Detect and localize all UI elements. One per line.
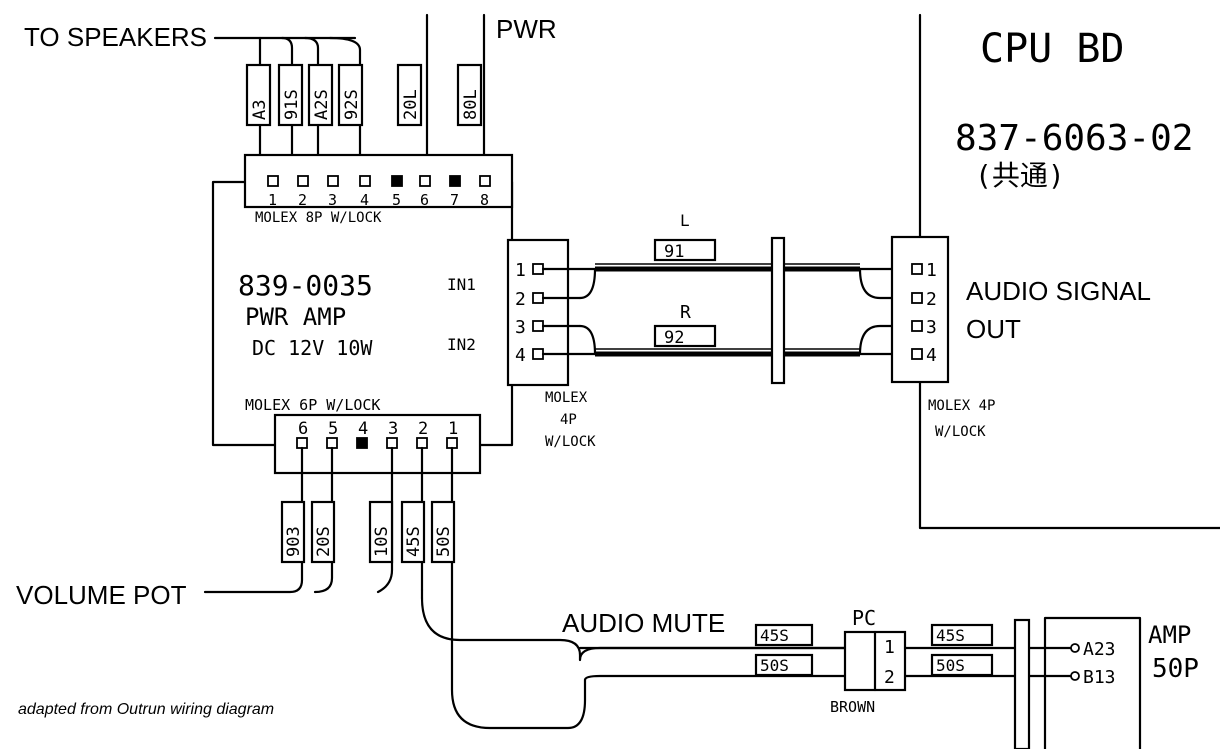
cpu-board-title: CPU BD (980, 26, 1125, 72)
pin-number: 2 (884, 667, 895, 688)
pin-number: 3 (388, 419, 398, 439)
amp-50p-label-1: AMP (1148, 621, 1191, 649)
molex-4p-cpu-label-1: MOLEX 4P (928, 398, 995, 414)
wire-label: 50S (434, 526, 454, 557)
pin-number: 1 (884, 637, 895, 658)
power-amp-part-number: 839-0035 (238, 269, 373, 302)
molex-6p-label: MOLEX 6P W/LOCK (245, 396, 380, 414)
pin-number: 4 (358, 419, 368, 439)
pin-number: 4 (926, 345, 937, 366)
amp-50p-pin: B13 (1083, 667, 1116, 688)
power-amp-name: PWR AMP (245, 303, 346, 331)
wire-label: 903 (284, 526, 304, 557)
mute-wire-labels-left: 45S 50S (754, 623, 814, 677)
wire-label: 45S (936, 626, 965, 645)
cpu-board-note: (共通) (975, 159, 1065, 192)
to-speakers-label: TO SPEAKERS (24, 22, 207, 52)
pc-color-label: BROWN (830, 698, 875, 716)
pin-number: 5 (392, 191, 401, 209)
amp-50p-connector: A23 B13 AMP 50P (1013, 616, 1199, 749)
pin-number: 1 (268, 191, 277, 209)
pin-number: 4 (515, 345, 526, 366)
wire-label: 10S (372, 526, 392, 557)
wire-label: A2S (312, 89, 332, 120)
wire-label: 20S (314, 526, 334, 557)
molex-8p-label: MOLEX 8P W/LOCK (255, 210, 382, 226)
pc-connector: PC 1 2 BROWN (830, 606, 907, 716)
cpu-board: CPU BD 837-6063-02 (共通) (918, 13, 1220, 530)
amp-50p-label-2: 50P (1152, 654, 1199, 684)
molex-6p-wire-labels: 903 20S 10S 45S 50S (280, 500, 456, 564)
power-amp-in2: IN2 (447, 335, 476, 354)
signal-right-label: R (680, 302, 691, 323)
audio-mute-label: AUDIO MUTE (562, 608, 725, 638)
volume-pot-label: VOLUME POT (16, 580, 187, 610)
mute-wire-labels-right: 45S 50S (930, 623, 994, 677)
pin-number: 4 (360, 191, 369, 209)
wire-label: 50S (760, 656, 789, 675)
wire-label: 20L (401, 89, 421, 120)
pin-number: 2 (515, 289, 526, 310)
pin-number: 3 (328, 191, 337, 209)
pin-number: 8 (480, 191, 489, 209)
molex-8p-connector: 1 2 3 4 5 6 7 8 MOLEX 8P W/LOCK (243, 153, 514, 226)
signal-cable: L 91 R 92 (541, 211, 914, 385)
signal-right-wire: 92 (664, 328, 684, 348)
wire-label: A3 (250, 100, 270, 120)
pin-number: 3 (926, 317, 937, 338)
molex-6p-connector: 6 5 4 3 2 1 MOLEX 6P W/LOCK (245, 396, 482, 475)
pin-number: 7 (450, 191, 459, 209)
pwr-label: PWR (496, 14, 557, 44)
molex-4p-cpu-label-2: W/LOCK (935, 424, 986, 440)
molex-4p-amp-label-1: MOLEX (545, 390, 588, 406)
wire-label: 91S (282, 89, 302, 120)
wire-label: 80L (461, 89, 481, 120)
pc-label: PC (852, 606, 876, 630)
power-amp-in1: IN1 (447, 275, 476, 294)
pin-number: 1 (515, 260, 526, 281)
wire-label: 45S (760, 626, 789, 645)
pin-number: 3 (515, 317, 526, 338)
signal-left-wire: 91 (664, 242, 684, 262)
pin-number: 1 (926, 260, 937, 281)
caption: adapted from Outrun wiring diagram (18, 701, 274, 718)
pin-number: 1 (448, 419, 458, 439)
pin-number: 2 (298, 191, 307, 209)
molex-8p-wire-labels: A3 91S A2S 92S 20L 80L (245, 63, 483, 127)
pin-number: 2 (926, 289, 937, 310)
pin-number: 6 (420, 191, 429, 209)
molex-4p-cpu-connector: 1 2 3 4 MOLEX 4P W/LOCK (890, 235, 995, 440)
pin-number: 5 (328, 419, 338, 439)
pin-number: 6 (298, 419, 308, 439)
pin-number: 2 (418, 419, 428, 439)
power-amp-spec: DC 12V 10W (252, 336, 373, 360)
speaker-wires (213, 13, 486, 162)
cpu-board-part-number: 837-6063-02 (955, 118, 1193, 159)
signal-left-label: L (680, 211, 690, 230)
amp-50p-pin: A23 (1083, 639, 1116, 660)
audio-signal-out-label-2: OUT (966, 314, 1021, 344)
power-amp-board: 839-0035 PWR AMP DC 12V 10W IN1 IN2 (211, 180, 514, 447)
molex-4p-amp-connector: 1 2 3 4 MOLEX 4P W/LOCK (506, 238, 596, 450)
wire-label: 50S (936, 656, 965, 675)
wire-label: 45S (404, 526, 424, 557)
molex-6p-wires (203, 446, 852, 730)
molex-4p-amp-label-3: W/LOCK (545, 434, 596, 450)
molex-4p-amp-label-2: 4P (560, 412, 577, 428)
audio-signal-out-label-1: AUDIO SIGNAL (966, 276, 1151, 306)
wire-label: 92S (342, 89, 362, 120)
